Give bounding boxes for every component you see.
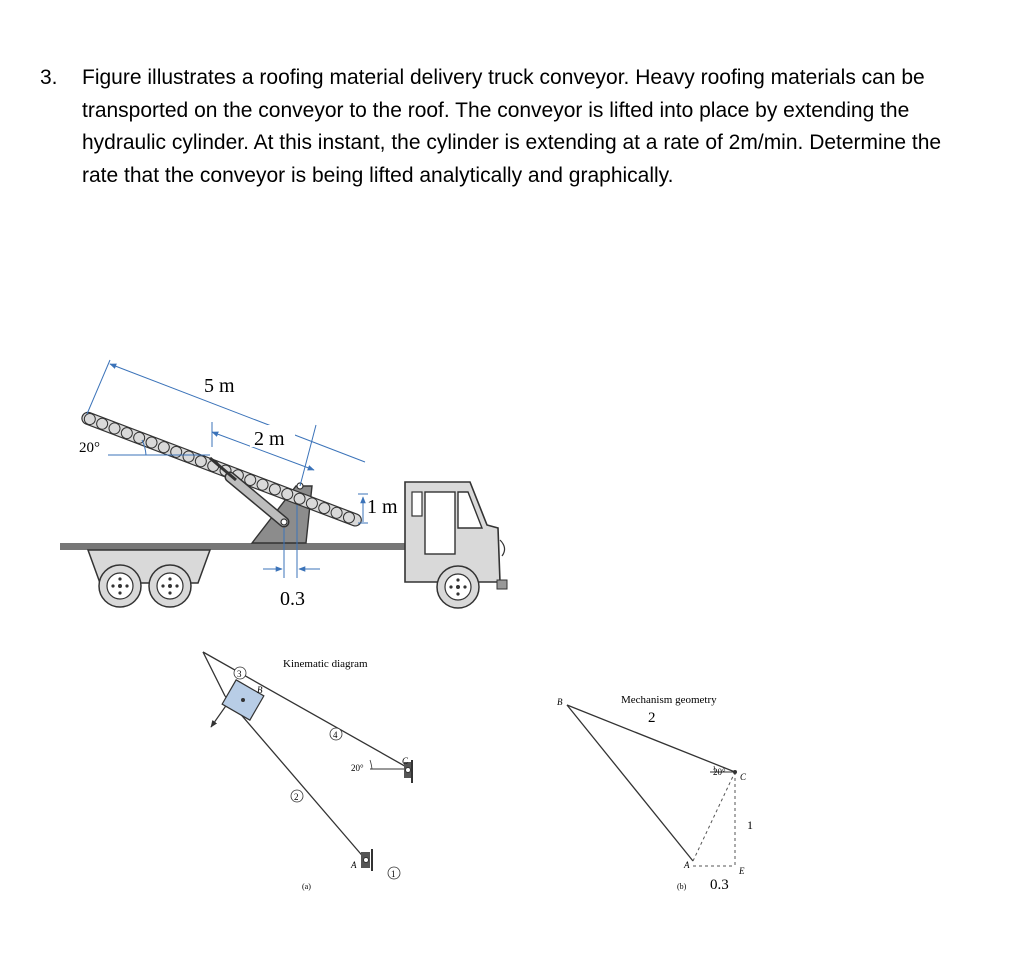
mechanism-top-dimension: 2 [648, 710, 656, 726]
kinematic-point-b: B [257, 685, 263, 695]
mechanism-point-c: C [740, 772, 747, 782]
dimension-5m-label: 5 m [204, 375, 235, 397]
ground-pin-c [370, 760, 413, 783]
truck-figure: 5 m 2 m 20° 1 m 0.3 [60, 359, 508, 610]
edge-ac [692, 771, 736, 862]
conveyor-roller [305, 497, 318, 510]
wheel-rear-2 [148, 564, 192, 608]
mechanism-geometry-title: Mechanism geometry [621, 694, 717, 706]
kinematic-diagram-title: Kinematic diagram [283, 658, 368, 670]
dimension-2m: 2 m [211, 422, 317, 487]
svg-text:1: 1 [391, 869, 396, 879]
conveyor-roller [268, 483, 281, 496]
dimension-5m: 5 m [86, 359, 366, 463]
conveyor-roller [318, 502, 331, 515]
conveyor-roller [83, 413, 96, 426]
kinematic-point-a: A [350, 860, 357, 870]
mechanism-caption: (b) [677, 882, 687, 891]
link-number-3: 3 [233, 666, 247, 680]
wheel-rear-1 [98, 564, 142, 608]
truck-cab [404, 481, 508, 590]
conveyor-rollers [83, 413, 355, 524]
kinematic-angle-label: 20° [351, 763, 364, 773]
link-number-1: 1 [387, 866, 401, 880]
dimension-1m: 1 m [358, 493, 398, 524]
link-2 [224, 695, 367, 861]
conveyor-roller [194, 455, 207, 468]
problem-number: 3. [40, 66, 58, 89]
conveyor-roller [120, 427, 133, 440]
dimension-0-3: 0.3 [263, 505, 320, 610]
dimension-0-3-label: 0.3 [280, 588, 305, 610]
svg-text:4: 4 [333, 730, 338, 740]
mechanism-point-e: E [738, 866, 745, 876]
truck-flatbed [60, 543, 410, 550]
conveyor-roller [330, 506, 343, 519]
problem-text: Figure illustrates a roofing material de… [82, 66, 942, 187]
angle-20-label: 20° [79, 440, 100, 456]
mechanism-point-b: B [557, 697, 563, 707]
mechanism-angle-label: 20° [713, 767, 726, 777]
mechanism-bottom-dimension: 0.3 [710, 877, 729, 893]
ground-pin-a [361, 849, 373, 871]
angle-20-indicator: 20° [79, 439, 210, 456]
mechanism-point-a: A [683, 860, 690, 870]
conveyor-roller [293, 492, 306, 505]
conveyor-roller [281, 488, 294, 501]
kinematic-point-c: C [402, 756, 409, 766]
edge-ba [566, 704, 694, 862]
mechanism-side-dimension: 1 [747, 818, 753, 832]
conveyor-roller [145, 436, 158, 449]
kinematic-diagram: Kinematic diagram 20° A B [202, 651, 413, 891]
kinematic-caption: (a) [302, 882, 311, 891]
conveyor-roller [157, 441, 170, 454]
cylinder-rod [202, 651, 226, 697]
svg-text:3: 3 [237, 669, 242, 679]
edge-bc [566, 704, 736, 773]
conveyor-roller [342, 511, 355, 524]
dimension-2m-label: 2 m [254, 428, 285, 450]
wheel-front [436, 565, 480, 609]
conveyor-roller [108, 422, 121, 435]
mechanism-geometry: Mechanism geometry 2 20° 1 0.3 A B C E (… [557, 694, 753, 893]
link-number-2: 2 [290, 789, 304, 803]
dimension-1m-label: 1 m [367, 496, 398, 518]
conveyor-roller [96, 417, 109, 430]
link-number-4: 4 [329, 727, 343, 741]
conveyor-roller [256, 478, 269, 491]
svg-text:2: 2 [294, 792, 299, 802]
